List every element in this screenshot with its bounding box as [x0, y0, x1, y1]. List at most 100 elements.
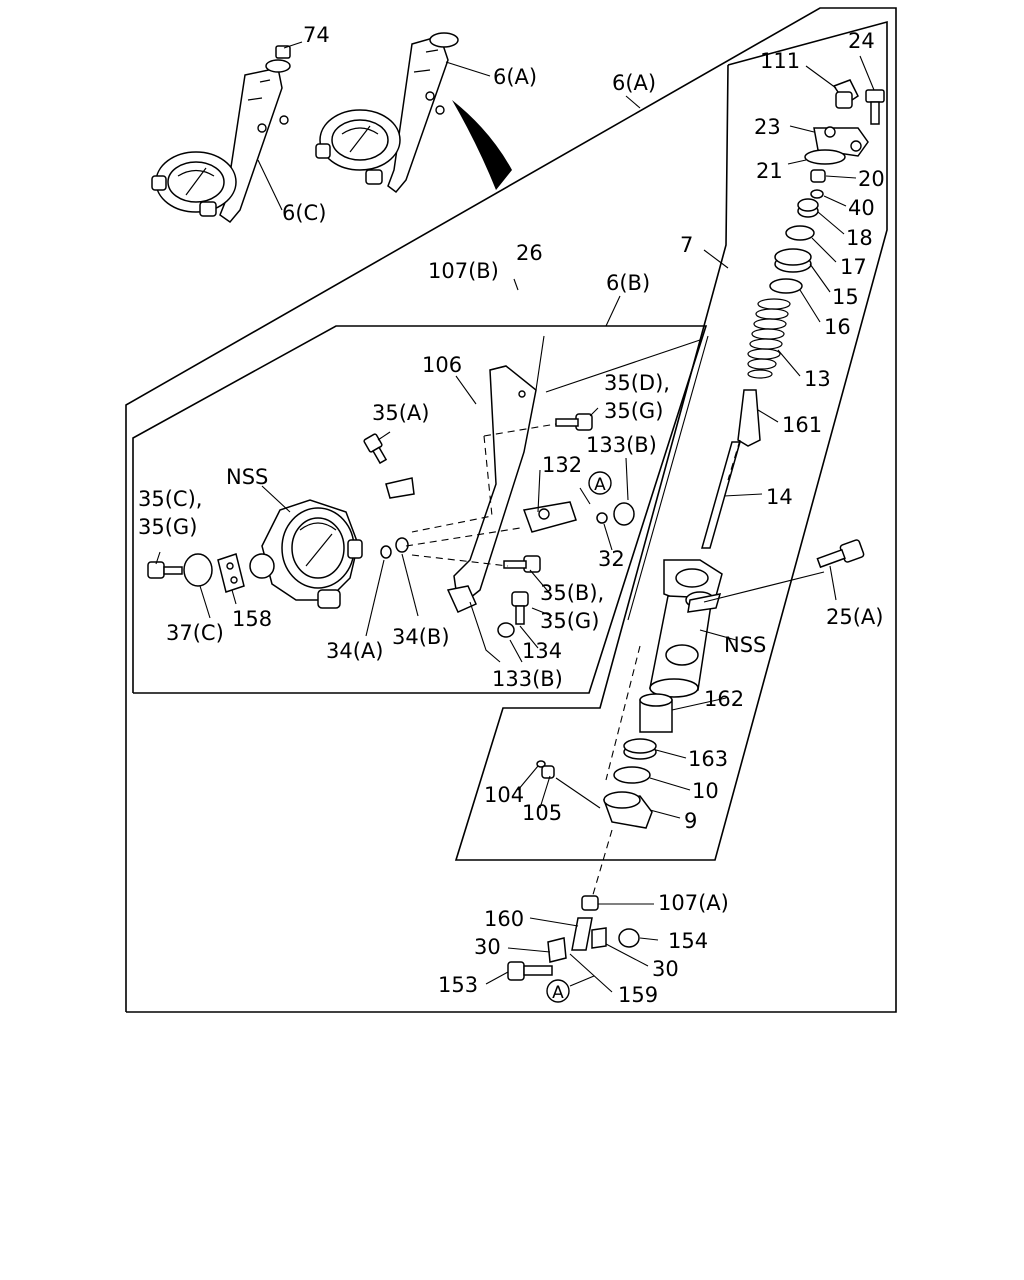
label-104: 104 — [484, 783, 524, 807]
label-107a: 107(A) — [658, 891, 729, 915]
alignment-line-1 — [483, 423, 557, 437]
outer-frame — [125, 7, 897, 1013]
label-23: 23 — [754, 115, 781, 139]
label-6b: 6(B) — [606, 271, 650, 295]
part-104-washer — [536, 760, 546, 768]
label-20: 20 — [858, 167, 885, 191]
label-35g-b: 35(G) — [138, 515, 197, 539]
part-30-plate-right — [591, 927, 607, 949]
label-6a-frame: 6(A) — [612, 71, 656, 95]
part-34b-washer — [395, 537, 409, 553]
part-133b-nut-lower — [497, 622, 515, 638]
label-24: 24 — [848, 29, 875, 53]
label-161: 161 — [782, 413, 822, 437]
label-107b: 107(B) — [428, 259, 499, 283]
part-25a-bolt — [816, 539, 865, 569]
part-14-rod — [701, 441, 741, 549]
part-162-cylinder-top — [639, 693, 673, 707]
callout-a-lower: A — [552, 983, 564, 1003]
part-9-lever-boot — [602, 791, 653, 829]
alignment-line-7 — [591, 829, 613, 899]
label-74: 74 — [303, 23, 330, 47]
part-32-washer — [596, 512, 608, 524]
alignment-line-2 — [411, 435, 493, 533]
label-35a: 35(A) — [372, 401, 429, 425]
label-26: 26 — [516, 241, 543, 265]
part-35a-bracket-bolt — [363, 433, 415, 499]
label-40: 40 — [848, 196, 875, 220]
label-133b-upper: 133(B) — [586, 433, 657, 457]
part-105-nut — [541, 765, 555, 779]
part-13-spring — [747, 298, 791, 379]
label-35b: 35(B), — [540, 581, 604, 605]
part-24-bolt — [865, 89, 885, 125]
label-134: 134 — [522, 639, 562, 663]
part-20-nut — [810, 169, 826, 183]
label-111: 111 — [760, 49, 800, 73]
label-6c: 6(C) — [282, 201, 326, 225]
label-14: 14 — [766, 485, 793, 509]
label-35d: 35(D), — [604, 371, 670, 395]
housing-nss-right — [649, 559, 723, 698]
label-105: 105 — [522, 801, 562, 825]
assembly-6a-illustration — [315, 32, 459, 194]
label-nss-left: NSS — [226, 465, 268, 489]
part-154-nut — [618, 928, 640, 948]
label-9: 9 — [684, 809, 697, 833]
label-153: 153 — [438, 973, 478, 997]
part-18-bushing — [797, 198, 819, 218]
throttle-body-nss-left — [249, 499, 363, 609]
label-133b-lower: 133(B) — [492, 667, 563, 691]
label-6a-top: 6(A) — [493, 65, 537, 89]
part-132-clip — [522, 501, 577, 533]
part-16-ring — [769, 278, 803, 294]
label-16: 16 — [824, 315, 851, 339]
label-35g-a: 35(G) — [604, 399, 663, 423]
part-17-seal — [785, 225, 815, 241]
part-35d-bolt — [555, 413, 593, 431]
part-34a-washer — [380, 545, 392, 559]
label-35g-c: 35(G) — [540, 609, 599, 633]
label-106: 106 — [422, 353, 462, 377]
label-7: 7 — [680, 233, 693, 257]
label-160: 160 — [484, 907, 524, 931]
callout-a-upper: A — [594, 475, 606, 495]
part-35b-bolt — [503, 555, 541, 573]
callout-a-circle-lower — [546, 979, 570, 1003]
label-25a: 25(A) — [826, 605, 883, 629]
part-30-plate-left — [547, 937, 567, 963]
label-132: 132 — [542, 453, 582, 477]
label-159: 159 — [618, 983, 658, 1007]
label-163: 163 — [688, 747, 728, 771]
subassembly-7-frame — [454, 20, 888, 861]
part-111-elbow-fitting — [832, 79, 859, 109]
alignment-line-5 — [727, 439, 741, 481]
part-158-lever — [217, 553, 245, 593]
alignment-line-4 — [411, 554, 509, 567]
label-13: 13 — [804, 367, 831, 391]
part-40-washer — [810, 189, 824, 199]
part-37c-cover — [183, 553, 213, 587]
part-161-sleeve — [737, 389, 761, 447]
label-18: 18 — [846, 226, 873, 250]
part-23-cap-plate — [813, 126, 869, 157]
label-154: 154 — [668, 929, 708, 953]
leader-lines — [155, 41, 875, 993]
part-160-link — [571, 917, 593, 951]
label-35c: 35(C), — [138, 487, 202, 511]
subassembly-6b-frame — [132, 325, 708, 694]
part-10-seal — [613, 766, 651, 784]
part-21-o-ring — [804, 149, 846, 165]
label-30-left: 30 — [474, 935, 501, 959]
label-21: 21 — [756, 159, 783, 183]
label-37c: 37(C) — [166, 621, 224, 645]
assembly-6c-illustration — [151, 45, 291, 224]
label-15: 15 — [832, 285, 859, 309]
part-106-bracket — [446, 365, 537, 613]
label-nss-right: NSS — [724, 633, 766, 657]
callout-a-circle-upper — [588, 471, 612, 495]
part-107a-nut — [581, 895, 599, 911]
label-17: 17 — [840, 255, 867, 279]
label-10: 10 — [692, 779, 719, 803]
